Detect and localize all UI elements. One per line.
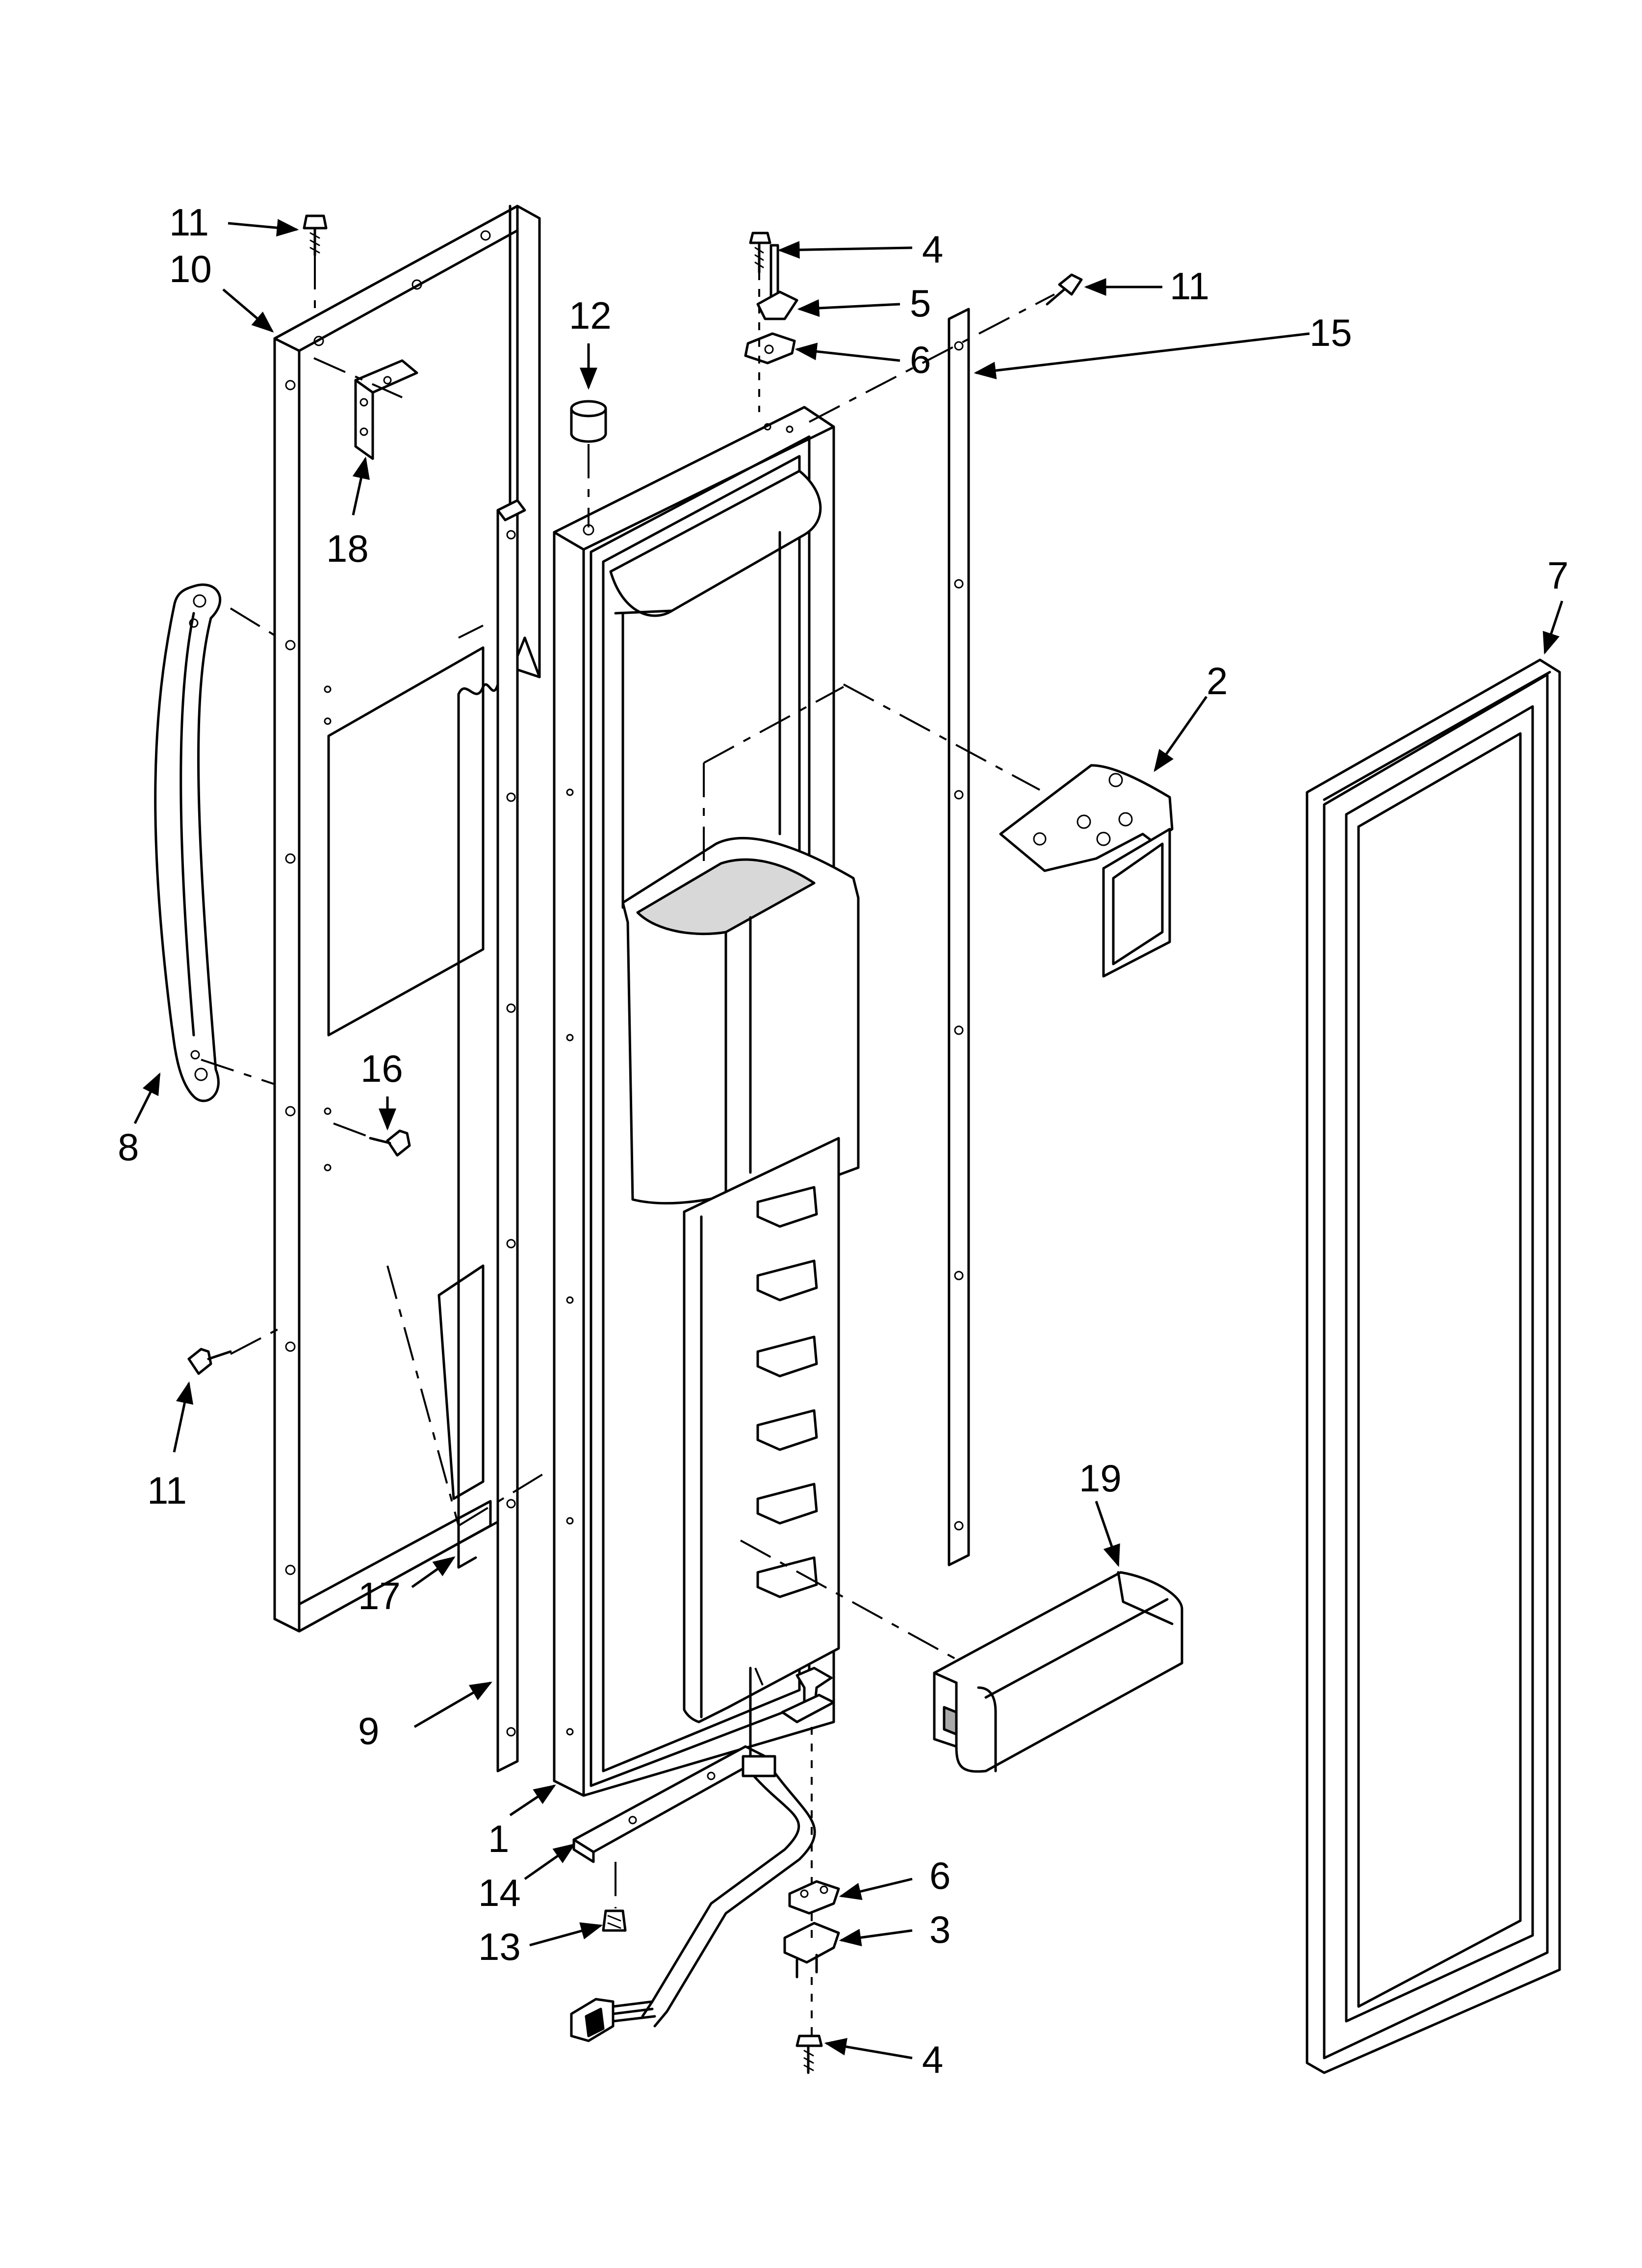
callout-12: 12 [569,294,612,337]
door-liner-part-1 [553,406,860,1797]
mounting-plate-part-2 [999,764,1174,978]
callout-6-top: 6 [910,338,931,381]
bumper-part-12 [570,400,607,443]
callout-13: 13 [478,1925,521,1968]
callout-8: 8 [118,1125,139,1169]
door-bin-part-19 [933,1571,1183,1773]
callout-9: 9 [358,1709,379,1752]
callout-5: 5 [910,282,931,325]
callout-10: 10 [169,247,212,290]
door-frame-part-10 [273,205,541,1633]
handle-part-8 [154,583,222,1102]
callout-4-top: 4 [922,228,943,271]
callout-16: 16 [360,1047,403,1090]
water-line-assembly [570,1667,835,2042]
assembly-guide-lines [201,255,1055,2036]
top-hinge-assembly [744,232,798,365]
liner-part-17 [457,683,499,1569]
trim-strip-part-9 [496,499,526,1773]
bottom-hinge-assembly [783,1880,840,2074]
callout-1: 1 [488,1817,509,1860]
callout-15: 15 [1309,311,1352,354]
callout-18: 18 [326,527,369,570]
callout-2: 2 [1206,659,1228,703]
bracket-part-18 [354,359,418,460]
callout-6-bottom: 6 [929,1854,950,1897]
callout-4-bottom: 4 [922,2038,943,2081]
callout-3: 3 [929,1908,950,1951]
callout-14: 14 [478,1871,521,1914]
callout-labels: 11 10 18 12 4 5 6 11 15 7 2 16 8 11 17 9… [118,201,1568,2081]
callout-11-left: 11 [147,1469,187,1512]
screw-part-13 [602,1909,627,1932]
door-gasket-part-7 [1306,658,1561,2074]
callout-17: 17 [358,1574,401,1617]
callout-arrows [133,219,1564,2059]
screws-part-11-16 [187,214,1083,1375]
callout-11-top-left: 11 [169,201,209,244]
callout-7: 7 [1547,554,1568,597]
callout-11-top-right: 11 [1170,264,1209,308]
trim-strip-part-15 [948,308,970,1566]
callout-19: 19 [1079,1457,1122,1500]
